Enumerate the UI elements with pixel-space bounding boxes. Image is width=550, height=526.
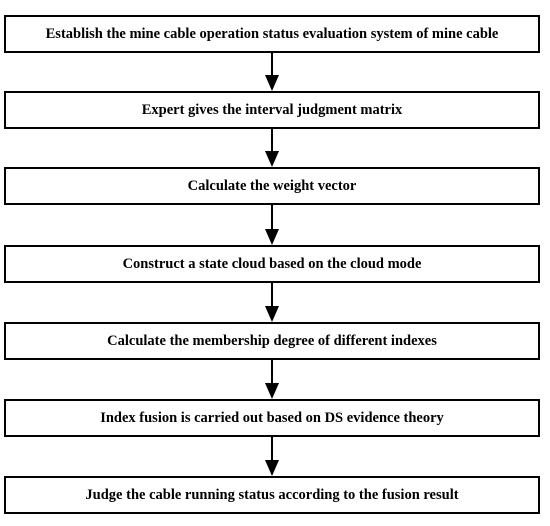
step-label: Index fusion is carried out based on DS … (100, 409, 444, 426)
step-calculate-weight-vector: Calculate the weight vector (4, 167, 540, 205)
arrow-down-icon (265, 360, 279, 399)
step-label: Judge the cable running status according… (85, 486, 459, 503)
step-label: Calculate the weight vector (187, 177, 357, 194)
step-interval-judgment-matrix: Expert gives the interval judgment matri… (4, 91, 540, 129)
step-label: Expert gives the interval judgment matri… (141, 101, 403, 118)
arrow-down-icon (265, 437, 279, 476)
step-label: Establish the mine cable operation statu… (45, 25, 499, 42)
step-label: Calculate the membership degree of diffe… (107, 332, 437, 349)
step-judge-cable-status: Judge the cable running status according… (4, 476, 540, 514)
arrow-down-icon (265, 129, 279, 167)
step-membership-degree: Calculate the membership degree of diffe… (4, 322, 540, 360)
arrow-down-icon (265, 283, 279, 322)
arrow-down-icon (265, 205, 279, 245)
step-label: Construct a state cloud based on the clo… (122, 255, 422, 272)
step-establish-evaluation-system: Establish the mine cable operation statu… (4, 15, 540, 53)
step-ds-evidence-fusion: Index fusion is carried out based on DS … (4, 399, 540, 437)
arrow-down-icon (265, 53, 279, 91)
step-construct-state-cloud: Construct a state cloud based on the clo… (4, 245, 540, 283)
